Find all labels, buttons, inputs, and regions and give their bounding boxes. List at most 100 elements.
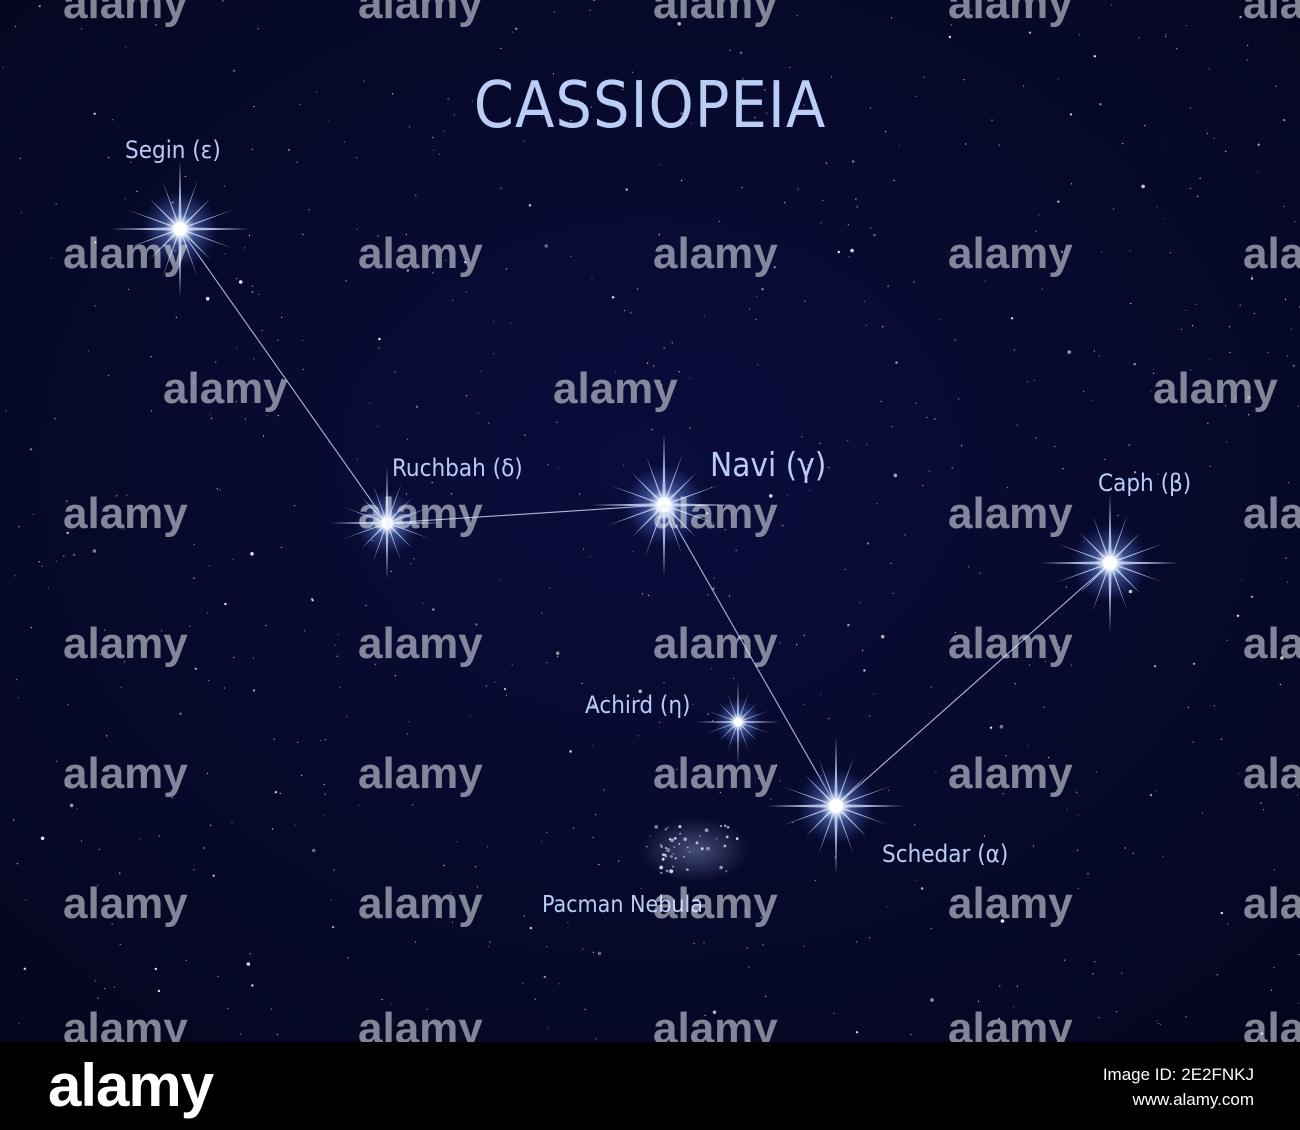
field-star <box>1069 113 1073 116</box>
field-star <box>1297 1002 1299 1005</box>
field-star <box>890 17 893 19</box>
field-star <box>394 675 396 677</box>
field-star <box>1257 171 1259 173</box>
nebula-star <box>724 824 727 828</box>
field-star <box>246 962 251 966</box>
field-star <box>1267 351 1269 354</box>
field-star <box>707 713 709 715</box>
field-star <box>500 187 502 189</box>
field-star <box>311 848 316 853</box>
watermark-text: alamy <box>358 619 483 668</box>
field-star <box>223 185 226 187</box>
field-star <box>977 1000 980 1003</box>
field-star <box>930 998 934 1002</box>
field-star <box>796 14 798 16</box>
nebula-star <box>723 844 727 848</box>
field-star <box>231 822 233 824</box>
field-star <box>392 93 394 95</box>
watermark-text: alamy <box>948 879 1073 928</box>
field-star <box>598 863 600 866</box>
nebula-star <box>695 841 699 845</box>
watermark-layer: alamy alamy alamy alamy alamy alamy alamy alamy… <box>63 0 1300 1042</box>
field-star <box>622 88 624 91</box>
field-star <box>1253 312 1255 314</box>
watermark-text: alamy <box>948 0 1073 28</box>
field-star <box>92 549 97 553</box>
field-star <box>675 76 677 79</box>
field-star <box>1138 37 1140 39</box>
field-star <box>544 244 548 248</box>
field-star <box>1149 390 1152 392</box>
nebula-star <box>678 825 682 829</box>
star-label-segin: Segin (ε) <box>125 136 221 164</box>
field-star <box>569 750 572 753</box>
field-star <box>1251 275 1253 277</box>
field-star <box>1287 355 1289 357</box>
field-star <box>659 721 661 723</box>
field-star <box>522 982 524 984</box>
watermark-text: alamy <box>1243 229 1300 278</box>
nebula-star <box>664 828 667 831</box>
field-star <box>205 296 210 301</box>
field-star <box>663 347 665 349</box>
field-star <box>251 285 254 287</box>
field-star <box>1066 808 1068 810</box>
field-star <box>432 272 434 274</box>
field-star <box>704 1014 706 1017</box>
field-star <box>1260 1032 1264 1035</box>
field-star <box>559 904 562 907</box>
field-star <box>1189 107 1191 109</box>
field-star <box>885 130 887 133</box>
field-star <box>161 630 163 632</box>
field-star <box>914 824 916 826</box>
field-star <box>887 285 889 287</box>
nebula-star <box>679 832 682 835</box>
field-star <box>1250 277 1254 280</box>
star-navi <box>592 432 736 578</box>
field-star <box>705 512 709 515</box>
field-star <box>850 248 854 253</box>
field-star <box>638 735 640 737</box>
nebula-star <box>720 825 722 828</box>
watermark-text: alamy <box>653 619 778 668</box>
star-schedar <box>767 737 905 875</box>
watermark-text: alamy <box>358 749 483 798</box>
watermark-text: alamy <box>358 229 483 278</box>
field-star <box>236 278 238 280</box>
field-star <box>782 525 784 527</box>
nebula-star <box>660 845 663 848</box>
field-star <box>327 119 329 121</box>
field-star <box>358 804 360 807</box>
star-caph <box>1041 494 1179 632</box>
field-star <box>515 27 518 30</box>
field-star <box>38 561 40 563</box>
field-star <box>193 577 195 579</box>
nebula-star <box>661 853 665 857</box>
field-star <box>541 840 543 842</box>
field-star <box>111 923 113 925</box>
field-star <box>828 466 830 469</box>
field-star <box>297 741 299 744</box>
field-star <box>693 942 695 945</box>
field-star <box>5 410 7 412</box>
field-star <box>413 558 415 560</box>
field-star <box>769 494 773 498</box>
field-star <box>828 717 830 720</box>
watermark-text: alamy <box>553 364 678 413</box>
field-star <box>252 657 255 659</box>
field-star <box>869 715 871 717</box>
nebula-star <box>725 835 729 839</box>
star-chart: Segin (ε) Ruchbah (δ) Navi (γ) Caph (β) … <box>0 0 1300 1042</box>
field-star <box>804 300 806 302</box>
field-star <box>689 377 691 379</box>
field-star <box>904 534 906 536</box>
field-star <box>13 819 15 821</box>
field-star <box>1213 137 1215 139</box>
field-star <box>998 144 1000 146</box>
field-star <box>728 595 731 597</box>
field-star <box>235 401 237 403</box>
field-star <box>991 119 993 121</box>
field-star <box>130 161 132 164</box>
field-star <box>152 1024 154 1026</box>
field-star <box>719 791 721 794</box>
